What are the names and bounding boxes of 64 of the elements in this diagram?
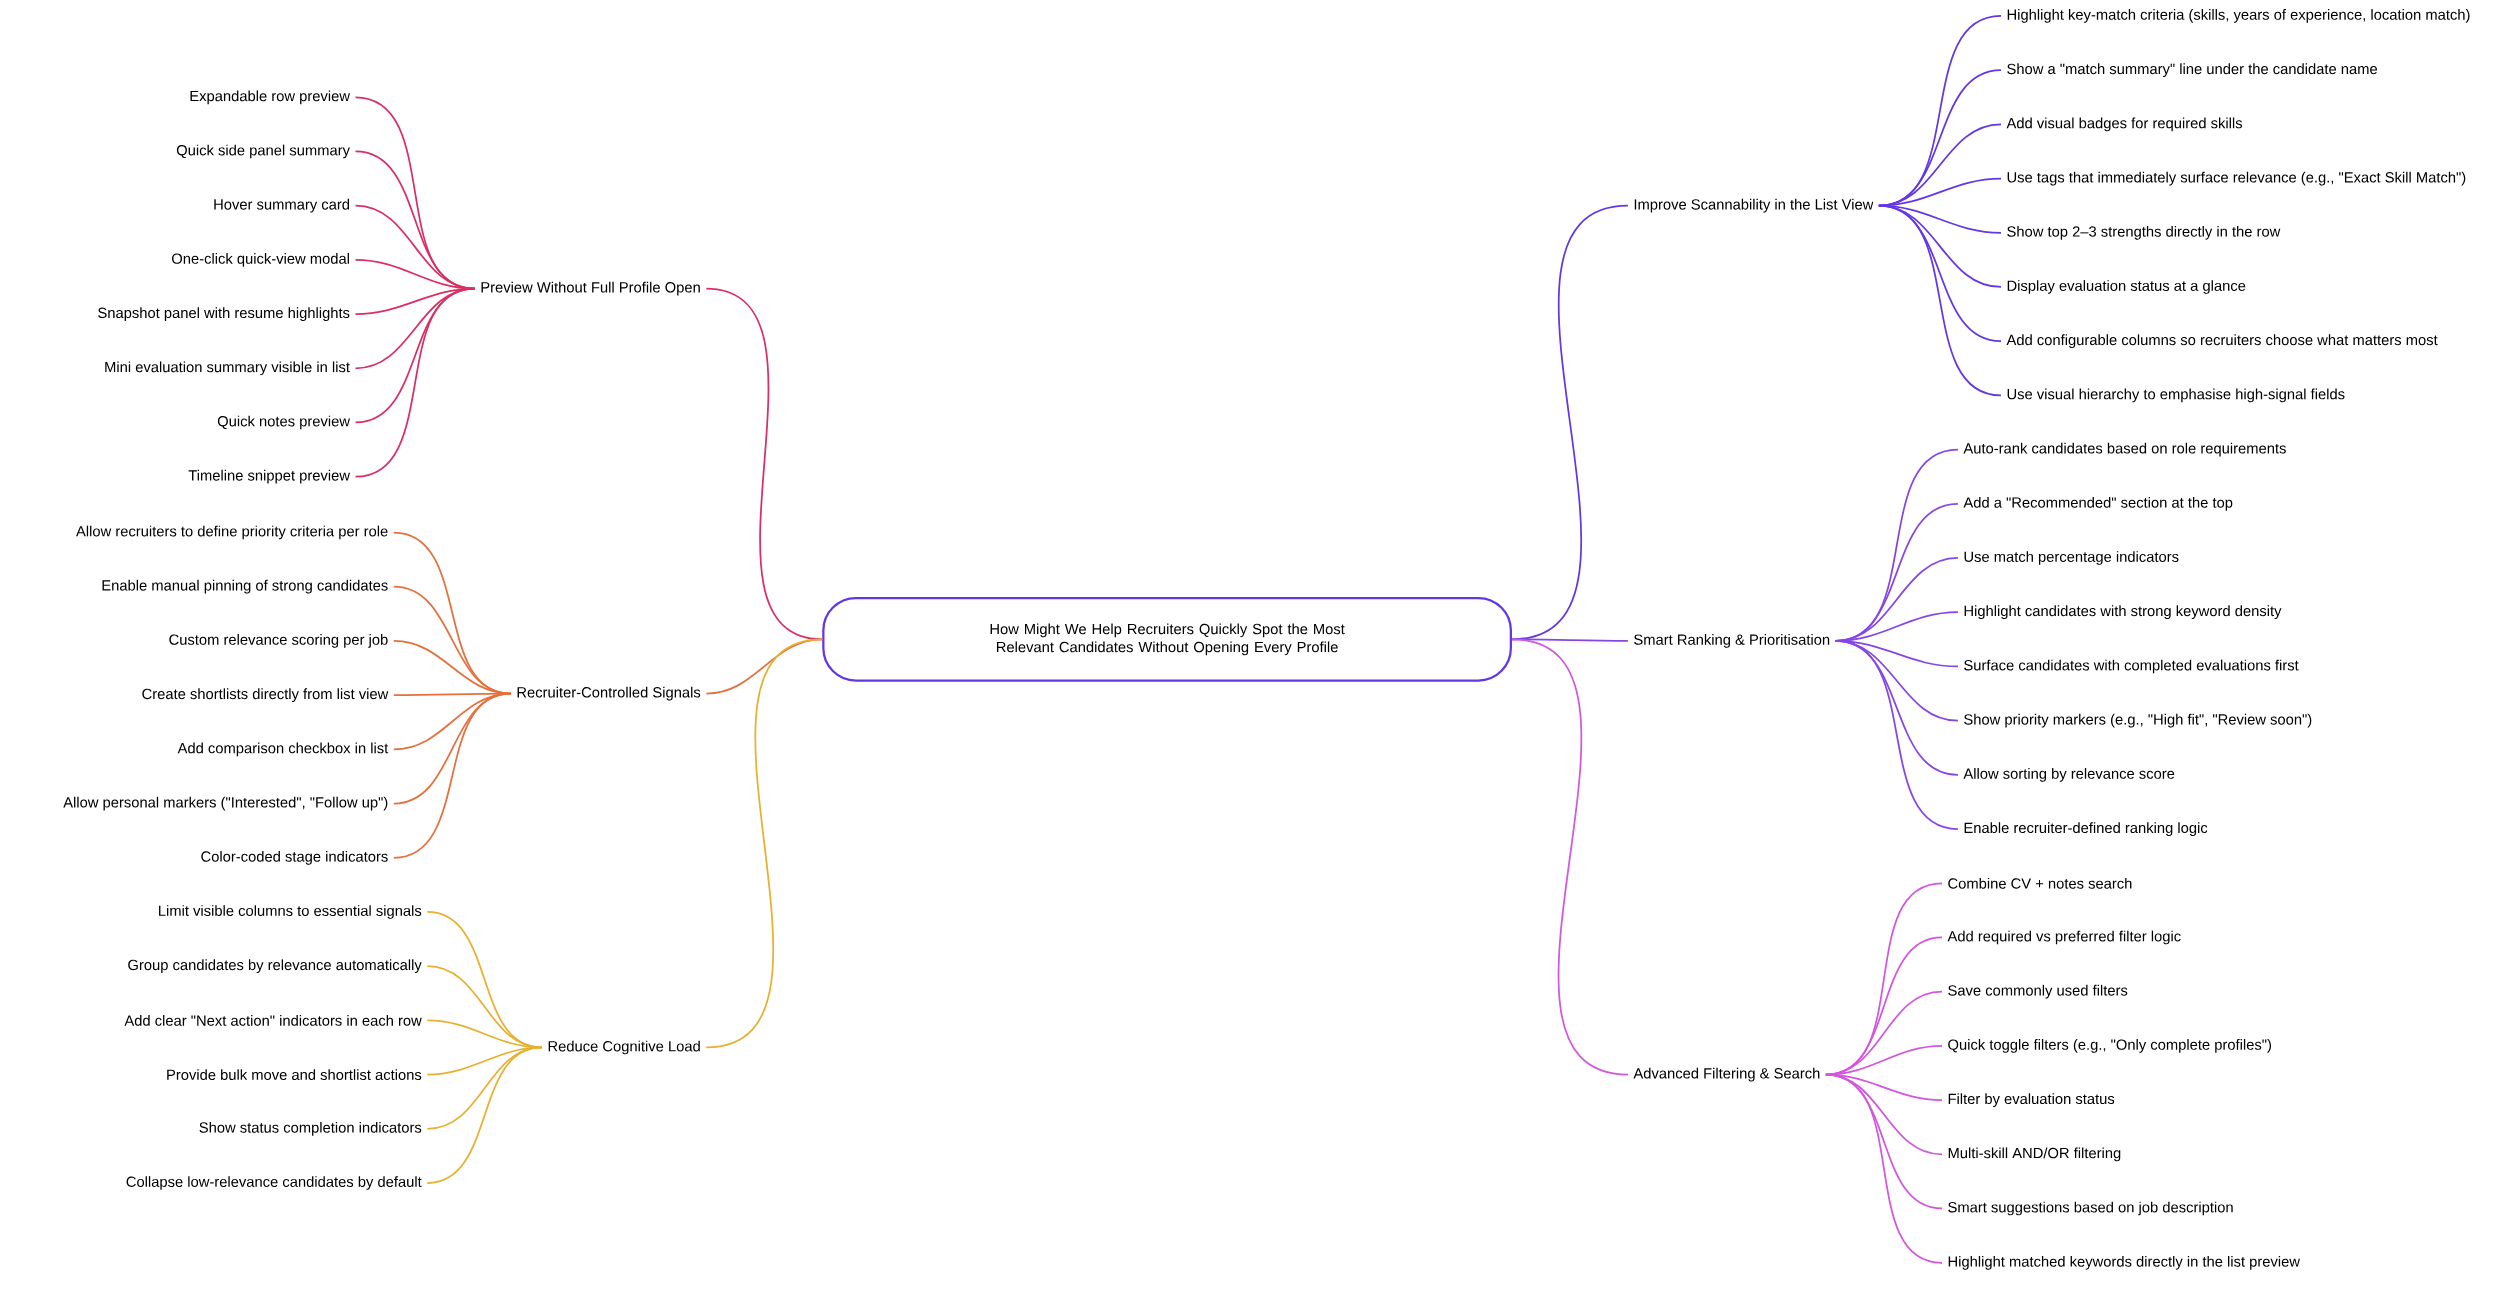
idea-label: Group candidates by relevance automatically bbox=[128, 959, 422, 974]
idea-label: Quick side panel summary bbox=[176, 144, 350, 159]
idea-label: Add a "Recommended" section at the top bbox=[1963, 496, 2233, 511]
branch-label: Advanced Filtering & Search bbox=[1633, 1067, 1820, 1082]
idea-label: Display evaluation status at a glance bbox=[2007, 280, 2246, 294]
idea-label: One-click quick-view modal bbox=[172, 253, 349, 267]
idea-label: Provide bulk move and shortlist actions bbox=[167, 1069, 422, 1081]
idea-label: Surface candidates with completed evaluations first bbox=[1964, 659, 2299, 674]
idea-label: Limit visible columns to essential signals bbox=[159, 905, 422, 919]
idea-label: Highlight key-match criteria (skills, years of experience, location match) bbox=[2007, 9, 2470, 23]
idea-label: Add visual badges for required skills bbox=[2006, 117, 2243, 132]
idea-label: Collapse low-relevance candidates by default bbox=[126, 1176, 422, 1190]
idea-label: Highlight matched keywords directly in the list preview bbox=[1948, 1255, 2300, 1270]
idea-label: Combine CV + notes search bbox=[1948, 877, 2132, 889]
connector bbox=[1511, 638, 1629, 1076]
connector bbox=[1834, 640, 1959, 830]
idea-label: Custom relevance scoring per job bbox=[169, 634, 388, 648]
branch-label: Recruiter-Controlled Signals bbox=[517, 686, 701, 701]
idea-label: Allow recruiters to define priority criteria per role bbox=[76, 525, 388, 540]
connector bbox=[392, 692, 512, 859]
idea-label: Auto-rank candidates based on role requirements bbox=[1963, 442, 2286, 457]
idea-label: Show priority markers (e.g., "High fit", "Review soon") bbox=[1964, 713, 2312, 728]
idea-label: Expandable row preview bbox=[190, 90, 350, 105]
idea-label: Timeline snippet preview bbox=[188, 469, 350, 484]
branch-label: Smart Ranking & Prioritisation bbox=[1634, 634, 1830, 648]
idea-label: Mini evaluation summary visible in list bbox=[105, 361, 350, 376]
connector bbox=[705, 638, 824, 1049]
idea-label: Enable manual pinning of strong candidates bbox=[102, 579, 388, 594]
connector bbox=[1878, 204, 2002, 397]
connector bbox=[426, 1046, 543, 1130]
idea-label: Save commonly used filters bbox=[1948, 984, 2128, 999]
idea-label: Hover summary card bbox=[214, 198, 350, 213]
idea-label: Multi-skill AND/OR filtering bbox=[1948, 1147, 2121, 1162]
connector bbox=[354, 287, 476, 478]
idea-label: Allow personal markers ("Interested", "Follow up") bbox=[63, 796, 388, 811]
idea-label: Quick notes preview bbox=[217, 415, 350, 430]
idea-label: Smart suggestions based on job description bbox=[1948, 1201, 2233, 1216]
central-topic-box: How Might We Help Recruiters Quickly Spot the Most Relevant Candidates Without Opening Every Profile bbox=[822, 596, 1512, 682]
idea-label: Allow sorting by relevance score bbox=[1963, 768, 2175, 782]
idea-label: Highlight candidates with strong keyword density bbox=[1964, 605, 2282, 620]
connector bbox=[1511, 638, 1629, 642]
idea-label: Snapshot panel with resume highlights bbox=[98, 307, 350, 321]
idea-label: Add configurable columns so recruiters choose what matters most bbox=[2006, 334, 2438, 349]
idea-label: Quick toggle filters (e.g., "Only complete profiles") bbox=[1948, 1039, 2271, 1053]
branch-label: Preview Without Full Profile Open bbox=[481, 281, 700, 296]
idea-label: Show a "match summary" line under the candidate name bbox=[2007, 63, 2377, 78]
connector bbox=[426, 965, 543, 1049]
branch-label: Improve Scannability in the List View bbox=[1634, 198, 1874, 213]
idea-label: Show top 2–3 strengths directly in the row bbox=[2007, 225, 2281, 240]
idea-label: Color-coded stage indicators bbox=[201, 850, 388, 865]
connector bbox=[426, 1046, 543, 1184]
idea-label: Create shortlists directly from list view bbox=[142, 688, 389, 703]
idea-label: Add clear "Next action" indicators in each row bbox=[124, 1015, 422, 1026]
idea-label: Use match percentage indicators bbox=[1964, 551, 2179, 565]
idea-label: Use visual hierarchy to emphasise high-signal fields bbox=[2007, 388, 2345, 403]
idea-label: Enable recruiter-defined ranking logic bbox=[1964, 822, 2208, 836]
connector bbox=[1825, 990, 1943, 1076]
idea-label: Add required vs preferred filter logic bbox=[1947, 930, 2181, 945]
branch-label: Reduce Cognitive Load bbox=[548, 1040, 700, 1055]
idea-label: Show status completion indicators bbox=[199, 1121, 422, 1136]
idea-label: Add comparison checkbox in list bbox=[177, 742, 389, 757]
connector bbox=[1825, 1073, 1943, 1264]
idea-label: Filter by evaluation status bbox=[1948, 1093, 2115, 1107]
idea-label: Use tags that immediately surface relevance (e.g., "Exact Skill Match") bbox=[2007, 171, 2466, 186]
